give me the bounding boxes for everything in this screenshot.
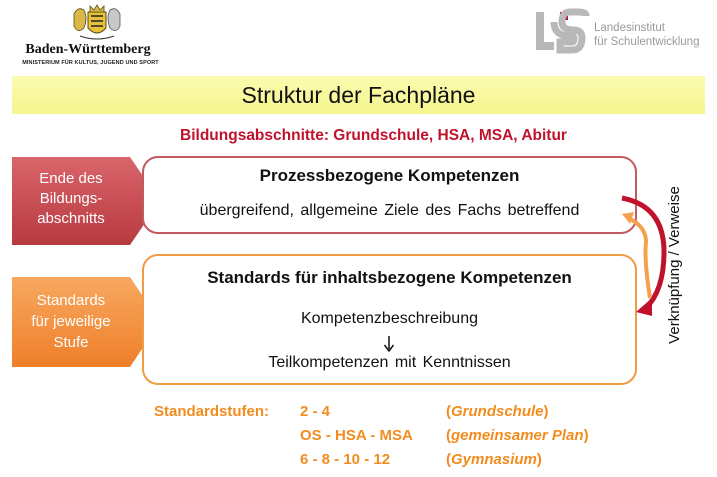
page-title: Struktur der Fachpläne [241,82,476,108]
orange-arrow-shape [12,277,160,367]
school-name-1: Grundschule [451,403,544,420]
school-name-3: Gymnasium [451,451,537,468]
tag-orange-line1: Standards [36,292,106,309]
school-name-2: gemeinsamer Plan [451,427,584,444]
tag-orange-line2: für jeweilige [31,313,111,330]
coat-of-arms-icon [73,4,121,40]
standard-school-1: (Grundschule) [446,403,549,420]
standard-range-3: 6 - 8 - 10 - 12 [300,451,391,468]
tag-red-line3: abschnitts [37,210,105,227]
content-standards-title: Standards für inhaltsbezogene Kompetenze… [207,268,572,287]
link-arrows-icon [621,195,667,316]
process-competencies-box: Prozessbezogene Kompetenzen übergreifend… [142,156,637,234]
tag-red-line2: Bildungs- [39,190,103,207]
landesinstitut-logo: Landesinstitut für Schulentwicklung [534,8,714,54]
tag-orange-line3: Stufe [53,334,89,351]
institute-name-line2: für Schulentwicklung [594,36,700,48]
red-arrow-shape [12,157,160,245]
link-references-label: Verknüpfung / Verweise [666,186,683,344]
state-name: Baden-Württemberg [25,42,151,57]
standard-school-3: (Gymnasium) [446,451,542,468]
tag-end-of-stage: Ende des Bildungs- abschnitts [12,157,162,245]
competence-description: Kompetenzbeschreibung [300,310,478,327]
standard-school-2: (gemeinsamer Plan) [446,427,589,444]
standards-levels-label: Standardstufen: [154,403,270,420]
baden-wuerttemberg-logo: Baden-Württemberg MINISTERIUM FÜR KULTUS… [8,4,168,66]
tag-red-line1: Ende des [39,170,103,187]
standard-range-2: OS - HSA - MSA [300,427,413,444]
subtitle: Bildungsabschnitte: Grundschule, HSA, MS… [180,127,567,144]
standard-range-1: 2 - 4 [300,403,331,420]
ls-logo-icon [536,8,590,54]
ministry-name: MINISTERIUM FÜR KULTUS, JUGEND UND SPORT [22,60,159,66]
process-competencies-title: Prozessbezogene Kompetenzen [259,166,520,185]
title-banner: Struktur der Fachpläne [12,76,705,114]
process-competencies-description: übergreifend, allgemeine Ziele des Fachs… [199,202,580,219]
down-arrow-icon [383,336,395,352]
content-standards-box: Standards für inhaltsbezogene Kompetenze… [142,254,637,385]
tag-standards-stage: Standards für jeweilige Stufe [12,277,162,367]
institute-name-line1: Landesinstitut [594,22,665,34]
sub-competences: Teilkompetenzen mit Kenntnissen [268,354,511,371]
